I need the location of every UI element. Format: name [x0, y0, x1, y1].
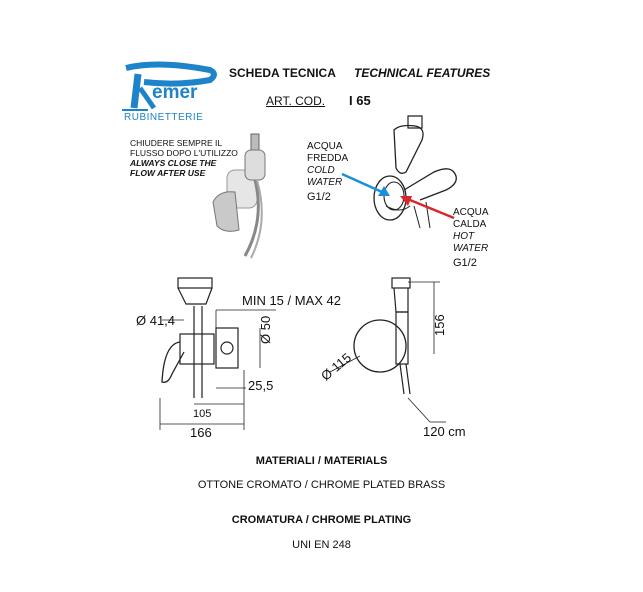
logo-brand-text: emer [152, 82, 198, 103]
hot-size: G1/2 [453, 257, 477, 269]
dim-hose-length: 120 cm [423, 424, 466, 439]
dim-25-5: 25,5 [248, 378, 274, 393]
dim-diameter-50: Ø 50 [258, 315, 273, 344]
logo-r-mark [122, 61, 217, 111]
warning-line-en2: FLOW AFTER USE [130, 168, 206, 178]
hot-it1: ACQUA [453, 207, 489, 218]
product-photo [212, 133, 266, 259]
materials-value: OTTONE CROMATO / CHROME PLATED BRASS [197, 479, 446, 491]
dim-diameter-41: Ø 41,4 [136, 313, 176, 328]
art-code-value: I 65 [349, 93, 371, 108]
side-elevation-drawing [329, 277, 446, 423]
cold-it2: FREDDA [307, 153, 349, 164]
dim-min-max: MIN 15 / MAX 42 [242, 293, 341, 308]
warning-line-it2: FLUSSO DOPO L'UTILIZZO [130, 148, 238, 158]
cold-size: G1/2 [307, 191, 331, 203]
warning-line-en1: ALWAYS CLOSE THE [130, 158, 217, 168]
logo-sub-text: RUBINETTERIE [124, 112, 204, 123]
art-code-label: ART. COD. [266, 94, 326, 108]
dim-166: 166 [190, 425, 212, 440]
dim-156: 156 [432, 314, 447, 336]
hot-water-arrow [400, 196, 455, 220]
front-elevation-drawing [159, 277, 276, 430]
title-english: TECHNICAL FEATURES [354, 66, 491, 80]
cold-water-arrow [341, 172, 390, 196]
hot-it2: CALDA [453, 219, 487, 230]
warning-line-it1: CHIUDERE SEMPRE IL [130, 138, 223, 148]
hot-en1: HOT [453, 231, 475, 242]
cold-en2: WATER [307, 177, 343, 188]
hot-en2: WATER [453, 243, 489, 254]
cold-it1: ACQUA [307, 141, 343, 152]
materials-title: MATERIALI / MATERIALS [255, 455, 388, 467]
brand-logo: emer RUBINETTERIE [118, 61, 224, 128]
plating-standard: UNI EN 248 [292, 539, 351, 551]
title-italian: SCHEDA TECNICA [229, 66, 336, 80]
dim-105: 105 [193, 408, 212, 420]
cold-en1: COLD [307, 165, 335, 176]
cold-water-label: ACQUA FREDDA COLD WATER G1/2 [307, 141, 348, 203]
hot-water-label: ACQUA CALDA HOT WATER G1/2 [453, 207, 489, 269]
plating-title: CROMATURA / CHROME PLATING [231, 514, 412, 526]
warning-note: CHIUDERE SEMPRE IL FLUSSO DOPO L'UTILIZZ… [130, 138, 238, 178]
